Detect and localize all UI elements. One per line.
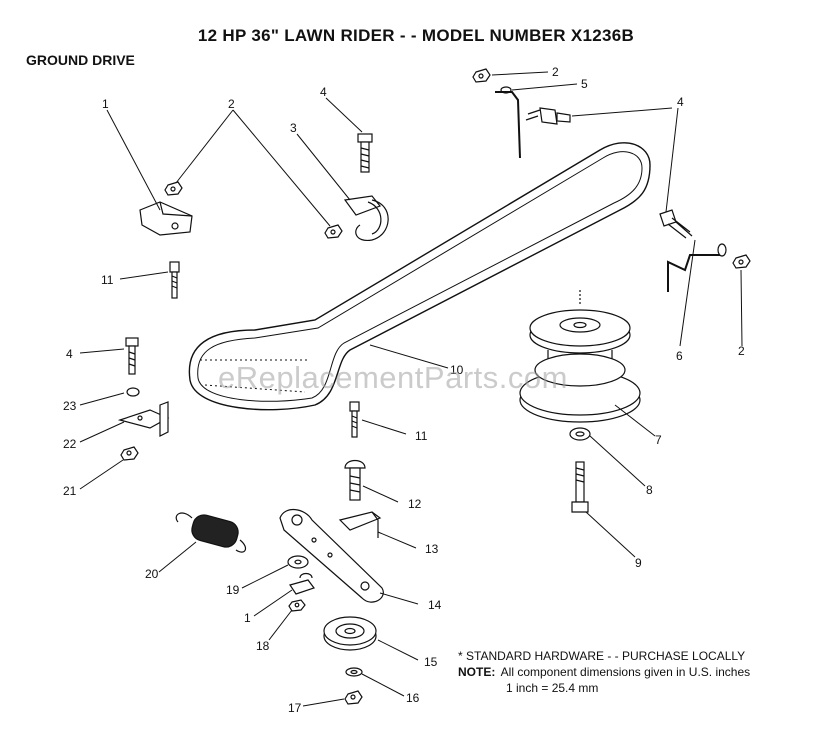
callout-3: 3	[290, 121, 297, 135]
callout-16: 16	[406, 691, 420, 705]
bracket-part-1	[139, 201, 193, 236]
belt	[188, 142, 651, 411]
idler-arm-part-14	[279, 509, 384, 603]
nut-part-2-top-right	[472, 68, 491, 83]
diagram-title: 12 HP 36" LAWN RIDER - - MODEL NUMBER X1…	[197, 26, 635, 45]
callout-5: 5	[581, 77, 588, 91]
bracket-part-1-lower	[289, 572, 315, 595]
nut-part-17	[344, 690, 363, 705]
callout-1-top: 1	[102, 97, 109, 111]
nut-part-2-lower	[324, 224, 343, 239]
bolt-part-4-left	[125, 337, 139, 375]
rod-part-6	[667, 254, 720, 292]
callout-20: 20	[145, 567, 159, 581]
watermark-text: eReplacementParts.com	[218, 360, 568, 395]
bolt-part-4-top-right	[525, 107, 571, 125]
callout-8: 8	[646, 483, 653, 497]
callout-17: 17	[288, 701, 302, 715]
note-label: NOTE:	[458, 665, 496, 679]
callout-19: 19	[226, 583, 240, 597]
callout-1-lower: 1	[244, 611, 251, 625]
washer-part-16	[345, 667, 363, 677]
callout-4-top: 4	[320, 85, 327, 99]
callout-4-top-right: 4	[677, 95, 684, 109]
conversion-note: 1 inch = 25.4 mm	[506, 681, 599, 695]
washer-part-23	[126, 387, 140, 397]
stud-part-11-center	[349, 401, 360, 438]
bolt-part-4-right	[659, 209, 693, 239]
callout-numbers: 1 2 4 3 2 5 4 11 4 23 22 21 10 6 2 7 8 9…	[63, 65, 745, 715]
nut-part-18	[288, 599, 306, 612]
washer-part-8	[569, 427, 591, 441]
callout-18: 18	[256, 639, 270, 653]
pulley-part-7	[519, 290, 641, 423]
callout-11-upper: 11	[101, 273, 114, 287]
hook-part-3	[343, 195, 389, 242]
leader-lines	[79, 71, 743, 707]
stud-part-11-upper	[169, 261, 180, 299]
callout-6: 6	[676, 349, 683, 363]
callout-2-right: 2	[738, 344, 745, 358]
callout-7: 7	[655, 433, 662, 447]
washer-right	[717, 243, 727, 257]
bolt-part-4-top	[357, 133, 373, 173]
callout-13: 13	[425, 542, 439, 556]
callout-21: 21	[63, 484, 77, 498]
nut-part-21	[120, 446, 139, 461]
bracket-part-13	[338, 511, 382, 538]
callout-12: 12	[408, 497, 422, 511]
callout-14: 14	[428, 598, 442, 612]
callout-4-left: 4	[66, 347, 73, 361]
dimension-note: NOTE: All component dimensions given in …	[458, 664, 750, 680]
washer-part-19	[287, 555, 309, 569]
standard-hardware-note: * STANDARD HARDWARE - - PURCHASE LOCALLY	[458, 649, 746, 663]
note-text: All component dimensions given in U.S. i…	[500, 665, 751, 679]
carriage-bolt-part-12	[344, 459, 366, 501]
diagram-subtitle: GROUND DRIVE	[26, 52, 135, 68]
callout-11-center: 11	[415, 429, 428, 443]
callout-23: 23	[63, 399, 77, 413]
callout-15: 15	[424, 655, 438, 669]
callout-10: 10	[450, 363, 464, 377]
bracket-part-22	[117, 401, 170, 437]
nut-part-2-upper	[164, 181, 183, 196]
spring-part-20	[175, 512, 247, 553]
nut-part-2-right	[732, 254, 751, 269]
callout-22: 22	[63, 437, 77, 451]
callout-2-top-left: 2	[228, 97, 235, 111]
callout-2-top-right: 2	[552, 65, 559, 79]
notes-block: * STANDARD HARDWARE - - PURCHASE LOCALLY…	[458, 648, 750, 696]
rod-top	[495, 91, 521, 159]
callout-9: 9	[635, 556, 642, 570]
bolt-part-9	[571, 461, 589, 513]
idler-pulley-part-15	[323, 616, 377, 651]
